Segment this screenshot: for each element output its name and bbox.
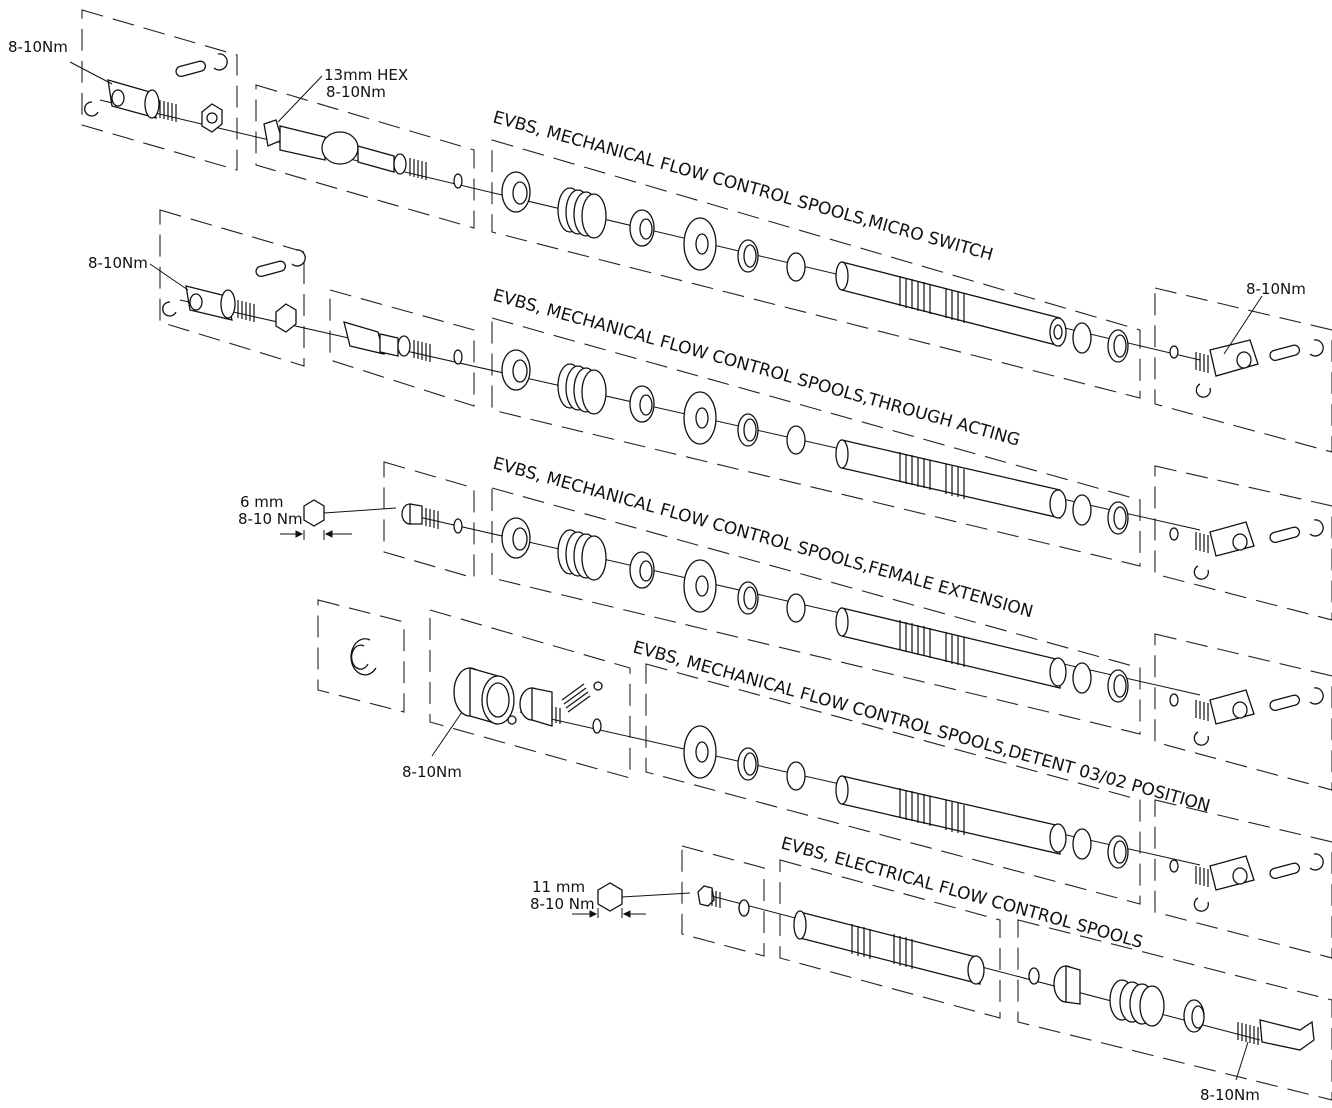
torque-label-row1-left: 8-10Nm [8, 38, 68, 56]
hex-size-label-11mm: 11 mm [532, 878, 585, 896]
part-axis-lines [99, 99, 1261, 1041]
row5-electrical-parts [697, 885, 1315, 1051]
torque-label-row5: 8-10Nm [1200, 1086, 1260, 1104]
hex-11mm-icon [597, 882, 623, 912]
row3-female-extension-parts [401, 503, 1324, 703]
hex-6mm-icon [303, 499, 325, 527]
hex-size-label-6mm: 6 mm [240, 493, 284, 511]
torque-label-row1-hex: 8-10Nm [326, 83, 386, 101]
torque-label-11mm: 8-10 Nm [530, 895, 595, 913]
torque-label-row2-right: 8-10Nm [1246, 280, 1306, 298]
row2-through-acting-parts [162, 249, 1324, 535]
torque-label-6mm: 8-10 Nm [238, 510, 303, 528]
torque-label-row2-left: 8-10Nm [88, 254, 148, 272]
leader-lines [69, 61, 1263, 1081]
row1-micro-switch-parts [84, 53, 1129, 363]
hex-tool-symbols [280, 499, 691, 918]
hex-size-label-13mm: 13mm HEX [324, 66, 408, 84]
torque-labels: 8-10Nm 13mm HEX 8-10Nm 8-10Nm 8-10Nm 6 m… [8, 38, 1306, 1104]
group-frames [81, 9, 1332, 1101]
torque-label-row4: 8-10Nm [402, 763, 462, 781]
row4-detent-parts [350, 638, 1324, 912]
